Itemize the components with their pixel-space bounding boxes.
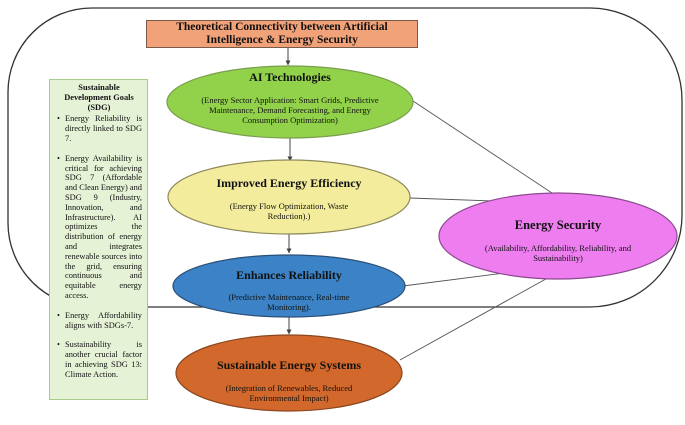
sdg-list: Energy Reliability is directly linked to… [56,114,142,379]
sustainable-systems-heading: Sustainable Energy Systems [216,358,362,372]
node-energy-security-shape [438,192,678,280]
node-sustainable-systems: Sustainable Energy Systems (Integration … [199,358,379,403]
sdg-panel: Sustainable Development Goals (SDG) Ener… [49,79,148,400]
node-ai-technologies-shape [166,65,414,139]
node-sustainable-systems-shape [175,334,403,412]
sustainable-systems-detail: (Integration of Renewables, Reduced Envi… [225,383,353,403]
sdg-item-affordability: Energy Affordability aligns with SDGs-7. [57,311,142,331]
arrow-sustainable-to-security [399,269,563,361]
sdg-item-availability: Energy Availability is critical for achi… [57,154,142,301]
enhances-reliability-heading: Enhances Reliability [236,268,342,282]
diagram-title: Theoretical Connectivity between Artific… [146,20,418,48]
energy-security-heading: Energy Security [514,218,602,232]
sdg-title: Sustainable Development Goals (SDG) [64,83,134,112]
improved-efficiency-heading: Improved Energy Efficiency [216,176,362,190]
node-ai-technologies: AI Technologies (Energy Sector Applicati… [197,70,383,125]
outer-frame [7,7,683,308]
ai-technologies-detail: (Energy Sector Application: Smart Grids,… [201,95,379,125]
sdg-item-reliability: Energy Reliability is directly linked to… [57,114,142,143]
node-improved-efficiency: Improved Energy Efficiency (Energy Flow … [199,176,379,221]
node-energy-security: Energy Security (Availability, Affordabi… [468,218,648,263]
enhances-reliability-detail: (Predictive Maintenance, Real-time Monit… [228,292,350,312]
improved-efficiency-detail: (Energy Flow Optimization, Waste Reducti… [229,201,349,221]
node-enhances-reliability-shape [172,254,406,318]
ai-technologies-heading: AI Technologies [249,70,331,84]
sdg-item-sustainability: Sustainability is another crucial factor… [57,340,142,379]
arrow-ai-to-security [412,100,559,198]
node-enhances-reliability: Enhances Reliability (Predictive Mainten… [209,268,369,312]
energy-security-detail: (Availability, Affordability, Reliabilit… [484,243,632,263]
node-improved-efficiency-shape [167,159,411,235]
